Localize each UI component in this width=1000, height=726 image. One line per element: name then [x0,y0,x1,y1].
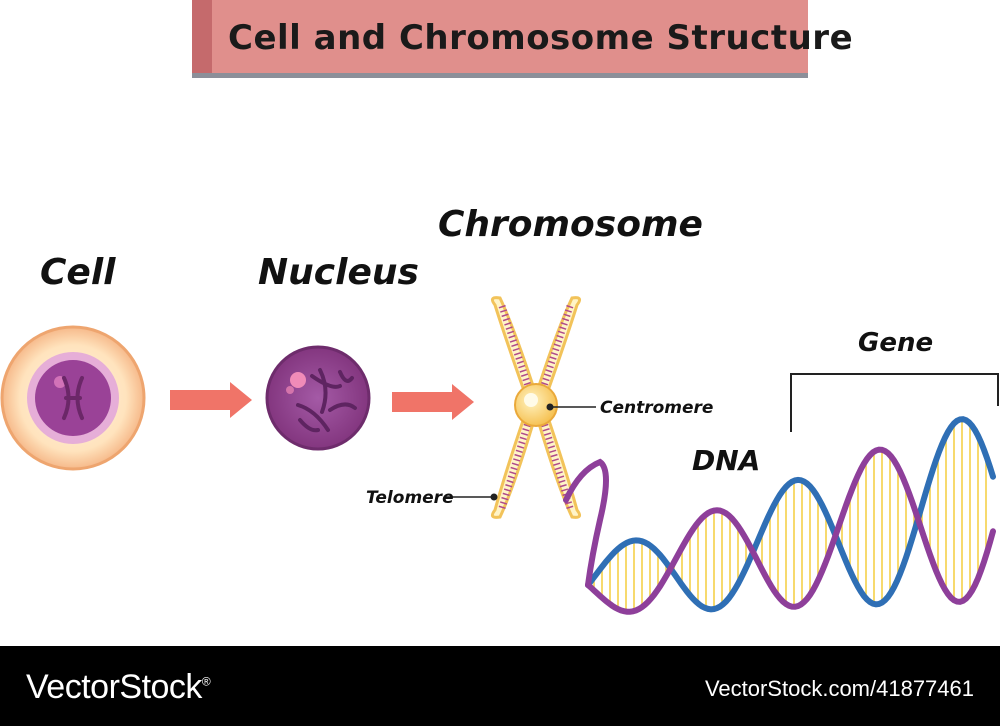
diagram-art [0,296,999,615]
dna-connector-strand [563,458,609,588]
centromere-pointer [546,403,596,411]
brand-logo: VectorStock® [26,668,211,707]
gene-label: Gene [858,328,934,358]
dna-label: DNA [692,444,761,477]
nucleus-illustration [265,345,371,451]
footer-url: VectorStock.com/41877461 [704,676,974,701]
title-banner: Cell and Chromosome Structure [192,0,853,78]
title-banner-edge [192,0,212,73]
cell-label: Cell [40,252,116,293]
brand-registered-mark: ® [201,674,211,689]
centromere-label: Centromere [600,398,714,418]
page-title: Cell and Chromosome Structure [228,18,854,58]
cell-illustration [0,325,146,471]
chromosome-label: Chromosome [438,204,703,245]
arrow-nucleus-to-chromosome [392,384,474,420]
nucleus-label: Nucleus [258,252,419,293]
dna-helix [563,416,996,615]
telomere-label: Telomere [366,488,454,508]
dna-strand-purple [585,446,996,615]
brand-name: VectorStock [26,668,202,706]
footer-bar: VectorStock® VectorStock.com/41877461 [0,646,1000,726]
dna-strand-blue [585,416,996,613]
telomere-pointer [444,493,498,501]
arrow-cell-to-nucleus [170,382,252,418]
gene-bracket [790,373,999,432]
